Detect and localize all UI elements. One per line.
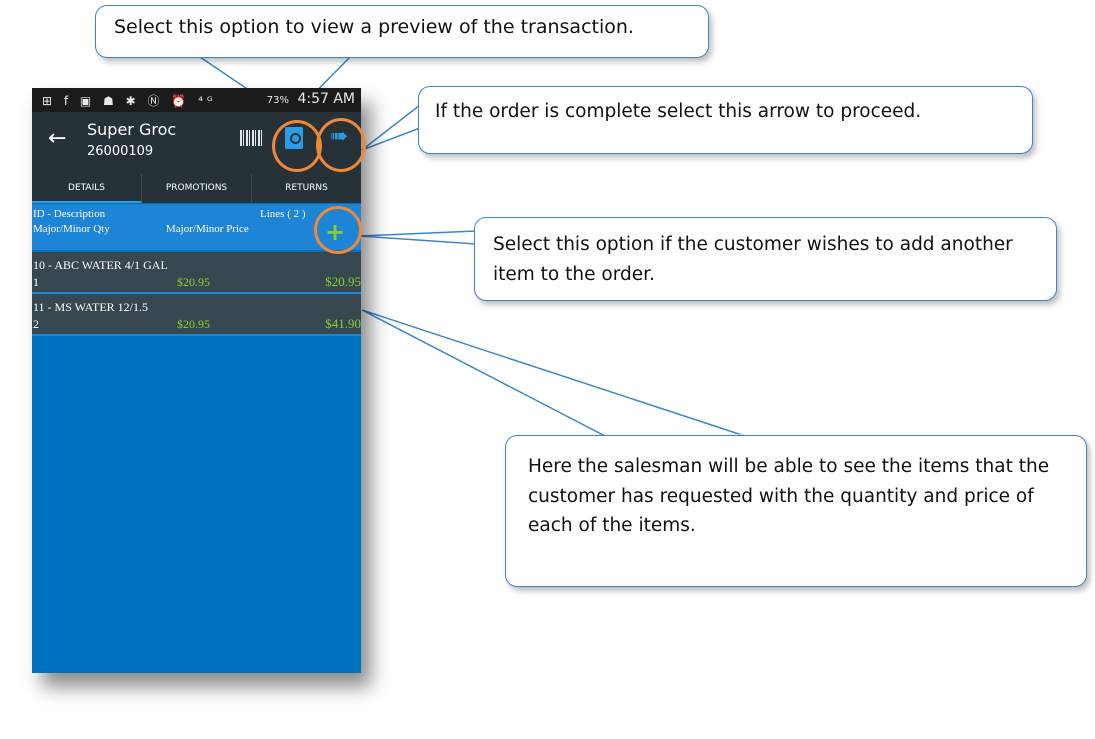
- callout-items: Here the salesman will be able to see th…: [505, 435, 1087, 587]
- customer-id: 26000109: [87, 144, 154, 159]
- clock: 4:57 AM: [297, 91, 355, 107]
- item-total: $41.90: [325, 316, 361, 331]
- item-qty: 2: [33, 317, 39, 331]
- header-lines-count: Lines ( 2 ): [260, 208, 306, 220]
- tab-details[interactable]: DETAILS: [32, 174, 142, 203]
- back-arrow-icon[interactable]: ←: [48, 126, 67, 151]
- status-icons: ⊞ f ▣ ☗ ✱ Ⓝ ⏰ ⁴ᴳ: [42, 94, 217, 108]
- tab-returns[interactable]: RETURNS: [285, 183, 328, 193]
- phone-screen: ⊞ f ▣ ☗ ✱ Ⓝ ⏰ ⁴ᴳ 73% 4:57 AM ← Super Gro…: [32, 88, 361, 673]
- item-price: $20.95: [177, 317, 210, 331]
- header-qty: Major/Minor Qty: [33, 223, 110, 235]
- proceed-highlight-ring: [316, 118, 366, 172]
- tab-promotions[interactable]: PROMOTIONS: [142, 174, 252, 203]
- item-description: 10 - ABC WATER 4/1 GAL: [33, 258, 168, 272]
- header-price: Major/Minor Price: [166, 223, 249, 235]
- item-list: 10 - ABC WATER 4/1 GAL 1 $20.95 $20.95 1…: [32, 252, 361, 336]
- table-row[interactable]: 11 - MS WATER 12/1.5 2 $20.95 $41.90: [32, 294, 361, 336]
- header-id-description: ID - Description: [33, 208, 106, 220]
- add-highlight-ring: [314, 206, 362, 254]
- item-total: $20.95: [325, 274, 361, 289]
- callout-preview: Select this option to view a preview of …: [95, 5, 709, 58]
- barcode-icon[interactable]: [240, 130, 262, 146]
- callout-proceed: If the order is complete select this arr…: [418, 86, 1033, 154]
- item-description: 11 - MS WATER 12/1.5: [33, 300, 149, 314]
- tab-bar: DETAILS PROMOTIONS RETURNS: [32, 174, 361, 203]
- list-header: ID - Description Major/Minor Qty Major/M…: [32, 204, 361, 250]
- status-bar: ⊞ f ▣ ☗ ✱ Ⓝ ⏰ ⁴ᴳ 73% 4:57 AM: [32, 88, 361, 112]
- battery-level: 73%: [266, 95, 289, 106]
- item-qty: 1: [33, 275, 39, 289]
- status-right: 73% 4:57 AM: [267, 91, 355, 107]
- item-price: $20.95: [177, 275, 210, 289]
- table-row[interactable]: 10 - ABC WATER 4/1 GAL 1 $20.95 $20.95: [32, 252, 361, 294]
- customer-name: Super Groc: [87, 120, 177, 139]
- preview-highlight-ring: [272, 120, 322, 172]
- callout-add-item: Select this option if the customer wishe…: [474, 217, 1057, 301]
